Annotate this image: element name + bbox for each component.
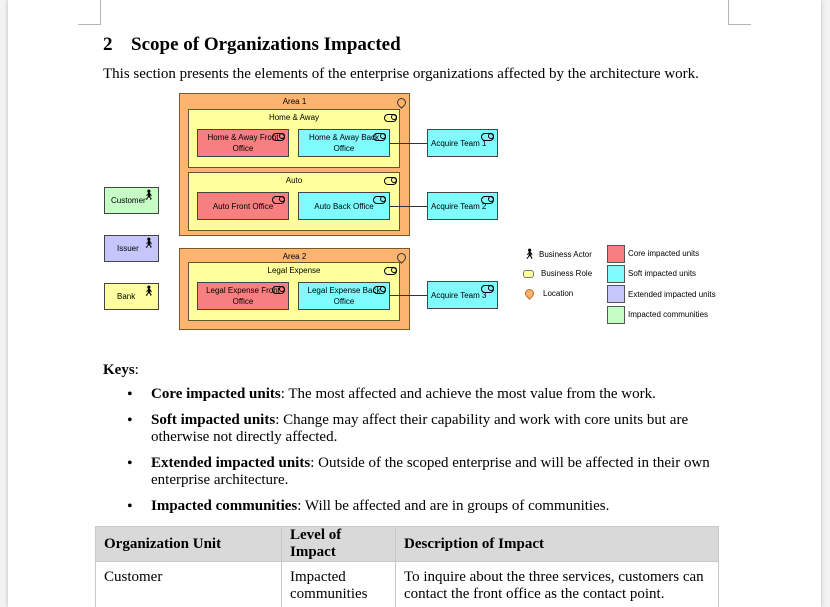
team-label: Acquire Team 1 [431,138,487,148]
location-icon [523,287,536,300]
business-actor-icon: 🚶︎ [523,249,536,260]
margin-mark-top-right [728,0,751,25]
table-cell: Impacted communities [281,561,396,607]
unit-auto-front-office[interactable]: Auto Front Office [197,192,289,220]
acquire-team-1[interactable]: Acquire Team 1 [427,129,498,157]
table-row: Customer Impacted communities To inquire… [95,561,719,607]
business-role-icon [272,133,285,141]
unit-home-away-front-office[interactable]: Home & Away Front Office [197,129,289,157]
business-actor-icon: 🚶︎ [142,190,155,201]
business-role-icon [481,196,494,204]
business-role-icon [272,286,285,294]
business-role-icon [373,196,386,204]
table-header-row: Organization Unit Level of Impact Descri… [95,526,719,562]
actor-label: Customer [111,196,146,205]
actor-label: Issuer [117,244,139,253]
legend-swatch-soft [607,265,625,283]
column-header: Description of Impact [395,526,719,562]
key-text: : The most affected and achieve the most… [280,386,656,402]
key-text: : Outside of the scoped enterprise and w… [151,455,710,488]
list-item: Extended impacted units: Outside of the … [103,455,713,489]
actor-issuer[interactable]: Issuer 🚶︎ [104,235,159,262]
unit-legal-expense-front-office[interactable]: Legal Expense Front Office [197,282,289,310]
area-1-label: Area 1 [282,97,307,106]
legend-impacted-communities: Impacted communities [628,310,709,319]
acquire-team-3[interactable]: Acquire Team 3 [427,281,498,309]
team-label: Acquire Team 2 [431,201,487,211]
column-header: Organization Unit [95,526,282,562]
impact-table: Organization Unit Level of Impact Descri… [95,526,719,607]
column-header: Level of Impact [281,526,396,562]
keys-heading: Keys: [103,362,139,378]
list-item: Impacted communities: Will be affected a… [103,498,713,515]
legend-location: Location [523,287,574,300]
legend-soft-impacted-units: Soft impacted units [628,269,697,278]
list-item: Core impacted units: The most affected a… [103,386,713,403]
team-label: Acquire Team 3 [431,290,487,300]
key-text: : Will be affected and are in groups of … [297,498,610,514]
legend-core-impacted-units: Core impacted units [628,249,700,258]
section-number: 2 [103,34,113,55]
unit-label: Home & Away Back Office [308,133,380,153]
unit-label: Auto Front Office [212,201,274,211]
business-role-icon [272,196,285,204]
lane-legal-expense-label: Legal Expense [267,266,321,275]
keys-list: Core impacted units: The most affected a… [103,386,713,524]
unit-legal-expense-back-office[interactable]: Legal Expense Back Office [298,282,390,310]
connector-line [390,206,428,207]
unit-label: Legal Expense Back Office [307,286,381,306]
business-role-icon [384,114,397,122]
legend-swatch-communities [607,306,625,324]
business-role-icon [523,269,534,278]
keys-title: Keys [103,362,135,378]
area-2-label: Area 2 [282,252,307,261]
legend-extended-impacted-units: Extended impacted units [628,290,716,299]
business-role-icon [384,267,397,275]
business-actor-icon: 🚶︎ [142,286,155,297]
unit-auto-back-office[interactable]: Auto Back Office [298,192,390,220]
legend-label: Business Role [541,269,593,278]
unit-label: Auto Back Office [314,201,374,211]
document-page: 2 Scope of Organizations Impacted This se… [8,0,821,607]
connector-line [390,143,428,144]
business-role-icon [481,285,494,293]
business-role-icon [384,177,397,185]
unit-label: Legal Expense Front Office [206,286,280,306]
actor-bank[interactable]: Bank 🚶︎ [104,283,159,310]
lane-home-away-label: Home & Away [268,113,320,122]
organization-diagram: Area 1 Home & Away Home & Away Front Off… [8,0,821,340]
section-heading: 2 Scope of Organizations Impacted [103,34,401,56]
key-term: Extended impacted units [151,455,311,471]
business-role-icon [373,133,386,141]
table-cell: Customer [95,561,282,607]
key-term: Soft impacted units [151,412,276,428]
acquire-team-2[interactable]: Acquire Team 2 [427,192,498,220]
business-actor-icon: 🚶︎ [142,238,155,249]
unit-label: Home & Away Front Office [207,133,279,153]
margin-mark-top-left [78,0,101,25]
key-term: Impacted communities [151,498,298,514]
key-text: : Change may affect their capability and… [151,412,689,445]
table-cell: To inquire about the three services, cus… [395,561,719,607]
key-term: Core impacted units [151,386,281,402]
actor-customer[interactable]: Customer 🚶︎ [104,187,159,214]
legend-label: Business Actor [539,250,592,259]
connector-line [390,295,428,296]
section-title: Scope of Organizations Impacted [131,34,401,55]
unit-home-away-back-office[interactable]: Home & Away Back Office [298,129,390,157]
legend-label: Location [543,289,574,298]
legend-business-role: Business Role [523,269,592,278]
intro-paragraph: This section presents the elements of th… [103,66,699,82]
legend-business-actor: 🚶︎ Business Actor [523,249,592,260]
actor-label: Bank [117,292,136,301]
business-role-icon [481,133,494,141]
legend-swatch-core [607,245,625,263]
legend-swatch-extended [607,285,625,303]
business-role-icon [373,286,386,294]
list-item: Soft impacted units: Change may affect t… [103,412,713,446]
lane-auto-label: Auto [285,176,303,185]
